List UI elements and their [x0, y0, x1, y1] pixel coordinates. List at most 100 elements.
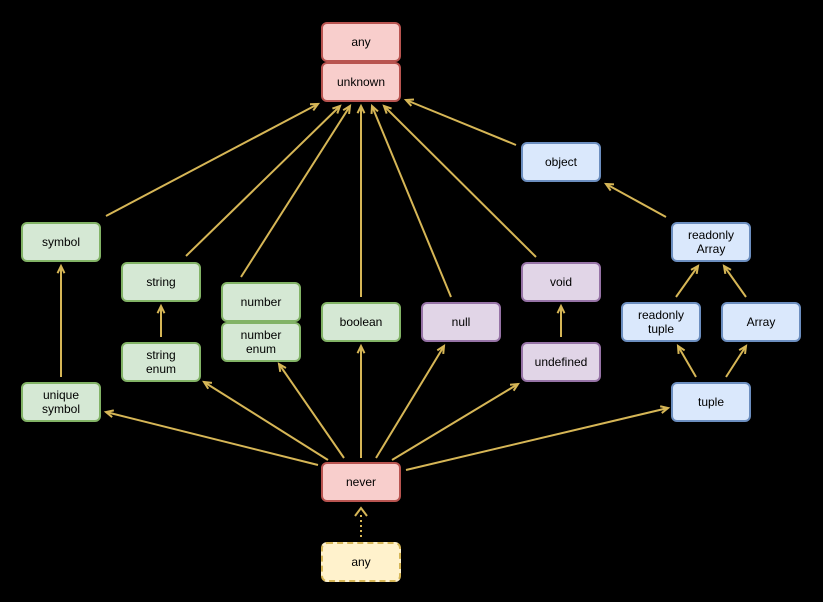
edge-arrowhead: [738, 344, 748, 355]
node-unique-symbol-label: unique symbol: [41, 388, 80, 416]
node-any-top: any: [321, 22, 401, 62]
edge-string-to-unknown: [185, 104, 342, 257]
node-string-enum: string enum: [121, 342, 201, 382]
node-never-label: never: [345, 475, 377, 489]
edge-string-enum-to-string: [156, 303, 166, 337]
node-readonly-tuple: readonly tuple: [621, 302, 701, 342]
edge-arrowhead: [202, 380, 213, 390]
node-number: number: [221, 282, 301, 322]
edge-never-to-number-enum: [277, 362, 345, 459]
edge-array-to-readonly-array: [722, 264, 747, 298]
edge-object-to-unknown: [403, 98, 517, 146]
edge-arrowhead: [354, 506, 368, 517]
edge-readonly-array-to-object: [603, 182, 667, 218]
edge-never-to-any-bottom: [354, 506, 368, 537]
edge-line: [105, 411, 319, 466]
edge-arrowhead: [103, 409, 115, 418]
edge-arrowhead: [403, 98, 415, 107]
edge-line: [240, 105, 351, 278]
edge-arrowhead: [436, 344, 446, 355]
edge-never-to-undefined: [391, 382, 520, 461]
edge-arrowhead: [603, 182, 615, 192]
edge-line: [405, 99, 517, 146]
edge-arrowhead: [309, 102, 321, 112]
edge-arrowhead: [56, 263, 66, 274]
edge-void-to-unknown: [382, 104, 537, 258]
node-void-label: void: [549, 275, 572, 289]
edge-line: [278, 363, 345, 459]
node-unknown: unknown: [321, 62, 401, 102]
node-any-top-label: any: [351, 35, 371, 49]
edge-never-to-null: [375, 344, 446, 459]
edge-arrowhead: [556, 303, 566, 314]
node-readonly-tuple-label: readonly tuple: [637, 308, 685, 336]
edge-arrowhead: [722, 264, 732, 275]
edge-line: [405, 407, 669, 471]
edge-arrowhead: [370, 103, 379, 115]
edge-boolean-to-unknown: [356, 103, 366, 297]
edge-never-to-unique-symbol: [103, 409, 319, 466]
node-number-enum: number enum: [221, 322, 301, 362]
edge-symbol-to-unknown: [105, 102, 321, 217]
edge-line: [383, 105, 537, 258]
node-object-label: object: [544, 155, 578, 169]
node-string-label: string: [146, 275, 176, 289]
node-null: null: [421, 302, 501, 342]
node-null-label: null: [451, 315, 471, 329]
edge-line: [723, 265, 747, 298]
edge-tuple-to-readonly-tuple: [676, 344, 697, 378]
edge-never-to-tuple: [405, 405, 671, 471]
edge-arrowhead: [156, 303, 166, 314]
edge-line: [391, 383, 519, 461]
edge-line: [677, 345, 697, 378]
node-tuple-label: tuple: [697, 395, 725, 409]
edge-arrowhead: [509, 382, 520, 392]
node-undefined: undefined: [521, 342, 601, 382]
node-undefined-label: undefined: [534, 355, 588, 369]
edge-null-to-unknown: [370, 103, 452, 298]
edge-line: [725, 345, 747, 378]
node-any-bottom-label: any: [351, 555, 371, 569]
edge-undefined-to-void: [556, 303, 566, 337]
edge-arrowhead: [342, 104, 352, 115]
edge-never-to-string-enum: [202, 380, 329, 461]
node-boolean-label: boolean: [339, 315, 383, 329]
edge-arrowhead: [690, 264, 700, 275]
node-symbol-label: symbol: [41, 235, 80, 249]
edge-unique-symbol-to-symbol: [56, 263, 66, 377]
node-array: Array: [721, 302, 801, 342]
node-never: never: [321, 462, 401, 502]
edge-tuple-to-array: [725, 344, 748, 378]
edge-number-to-unknown: [240, 104, 352, 278]
node-number-enum-label: number enum: [240, 328, 282, 356]
edge-arrowhead: [356, 103, 366, 114]
node-unique-symbol: unique symbol: [21, 382, 101, 422]
node-string-enum-label: string enum: [145, 348, 177, 376]
edge-arrowhead: [277, 362, 287, 373]
node-array-label: Array: [746, 315, 776, 329]
edge-arrowhead: [332, 104, 342, 114]
edge-line: [105, 103, 319, 217]
edge-line: [185, 105, 341, 257]
edge-line: [371, 105, 452, 298]
edge-line: [203, 381, 329, 461]
edge-arrowhead: [676, 344, 686, 355]
node-object: object: [521, 142, 601, 182]
edge-line: [605, 183, 667, 218]
node-symbol: symbol: [21, 222, 101, 262]
edge-never-to-boolean: [356, 343, 366, 458]
edge-arrowhead: [382, 104, 392, 114]
edge-arrowhead: [356, 343, 366, 354]
node-readonly-array: readonly Array: [671, 222, 751, 262]
node-void: void: [521, 262, 601, 302]
node-tuple: tuple: [671, 382, 751, 422]
edge-readonly-tuple-to-readonly-array: [675, 264, 700, 298]
node-boolean: boolean: [321, 302, 401, 342]
edge-line: [675, 265, 699, 298]
edge-arrowhead: [659, 405, 671, 414]
node-unknown-label: unknown: [336, 75, 386, 89]
edge-line: [375, 345, 445, 459]
node-number-label: number: [240, 295, 282, 309]
